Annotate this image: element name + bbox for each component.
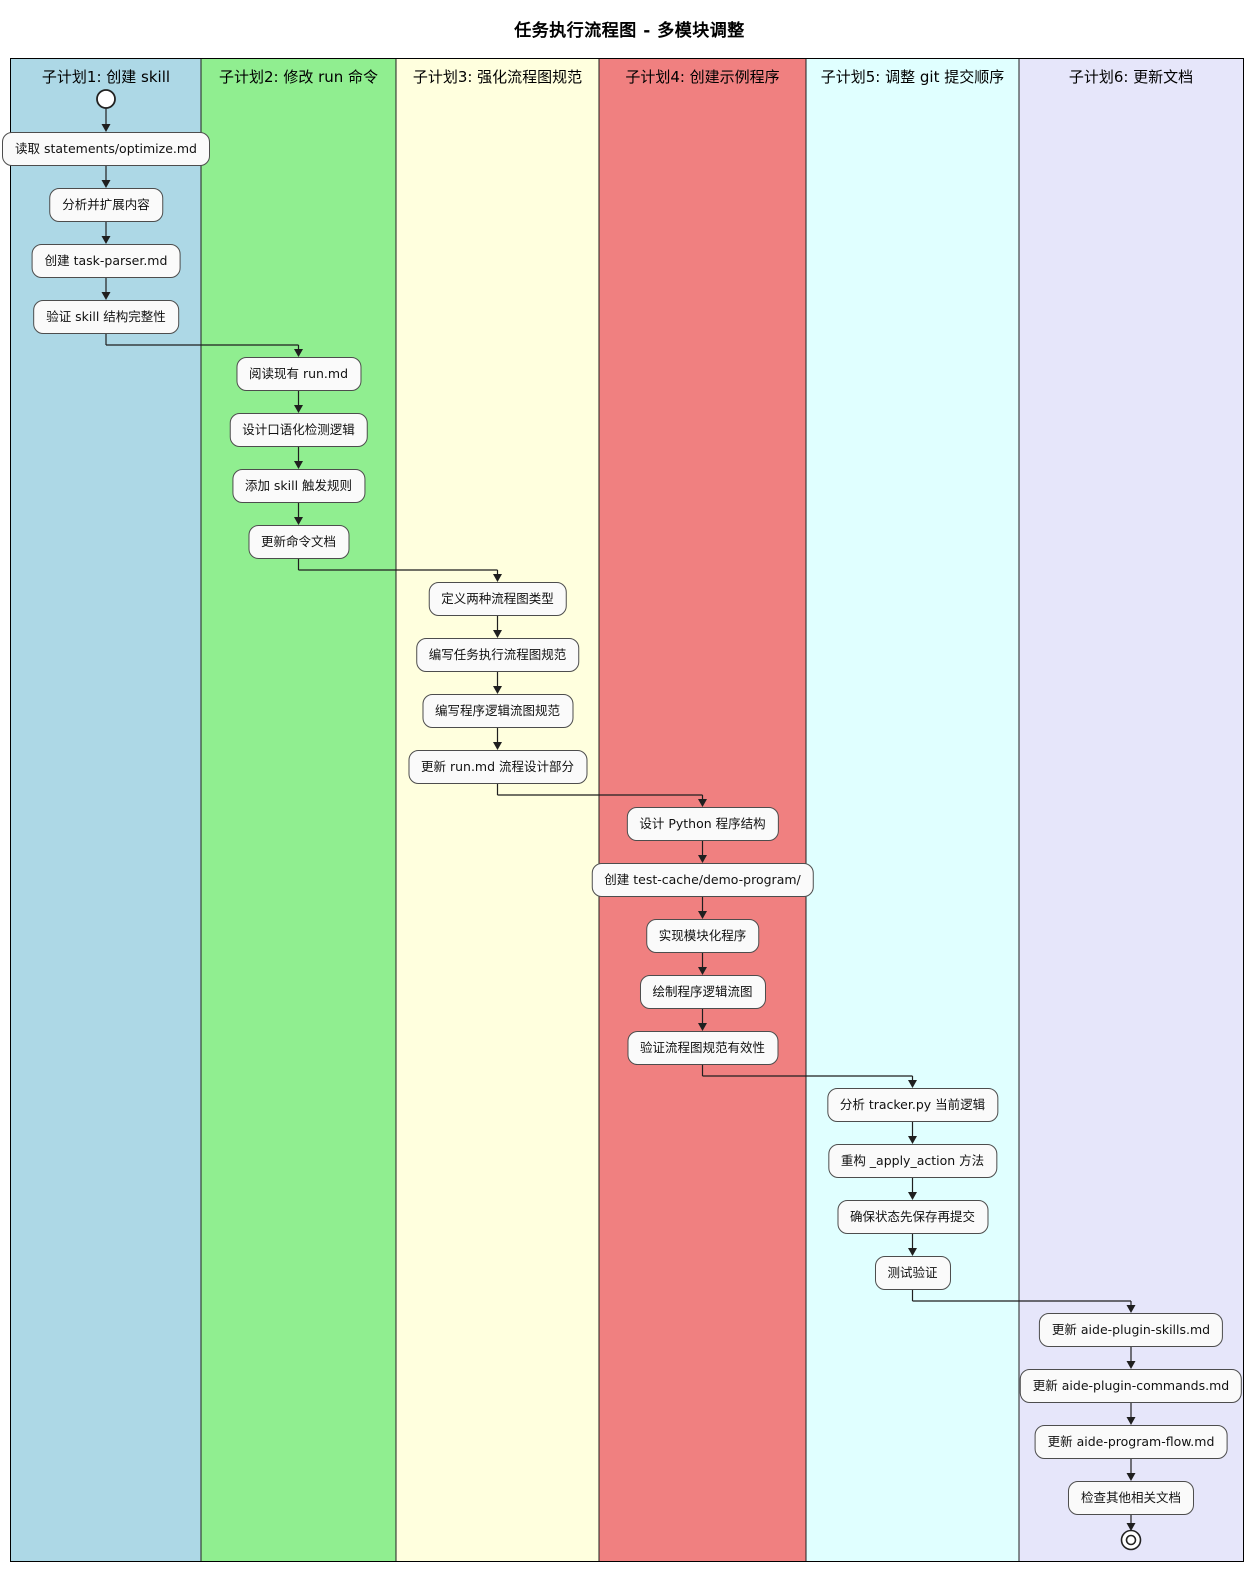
activity-node: 分析 tracker.py 当前逻辑 (826, 1088, 999, 1122)
activity-node: 重构 _apply_action 方法 (827, 1144, 998, 1178)
swimlane-title: 子计划3: 强化流程图规范 (412, 68, 583, 86)
activity-node: 更新 aide-plugin-skills.md (1038, 1313, 1224, 1347)
activity-node: 确保状态先保存再提交 (836, 1200, 989, 1234)
activity-node: 编写程序逻辑流图规范 (421, 694, 574, 728)
swimlane-title: 子计划2: 修改 run 命令 (218, 68, 379, 86)
activity-node: 测试验证 (874, 1256, 951, 1290)
activity-node: 检查其他相关文档 (1067, 1481, 1195, 1515)
activity-node: 阅读现有 run.md (235, 357, 362, 391)
swimlane-1: 子计划1: 创建 skill (11, 59, 201, 1561)
activity-node: 验证流程图规范有效性 (626, 1031, 779, 1065)
activity-node: 更新命令文档 (247, 525, 350, 559)
activity-node: 实现模块化程序 (645, 919, 760, 953)
activity-node: 验证 skill 结构完整性 (33, 300, 179, 334)
activity-node: 更新 run.md 流程设计部分 (407, 750, 588, 784)
swimlane-title: 子计划1: 创建 skill (41, 68, 171, 86)
activity-node: 定义两种流程图类型 (428, 582, 567, 616)
activity-node: 设计 Python 程序结构 (626, 807, 779, 841)
diagram-title: 任务执行流程图 - 多模块调整 (514, 21, 745, 41)
activity-node: 设计口语化检测逻辑 (229, 413, 368, 447)
swimlane-2: 子计划2: 修改 run 命令 (201, 59, 396, 1561)
swimlane-diagram: 子计划1: 创建 skill 子计划2: 修改 run 命令 子计划3: 强化流程图… (2, 58, 1244, 1562)
activity-node: 更新 aide-plugin-commands.md (1019, 1369, 1243, 1403)
activity-node: 分析并扩展内容 (49, 188, 163, 222)
activity-node: 读取 statements/optimize.md (2, 132, 210, 166)
swimlane-title: 子计划6: 更新文档 (1068, 68, 1194, 86)
activity-node: 创建 test-cache/demo-program/ (591, 863, 814, 897)
activity-node: 更新 aide-program-flow.md (1034, 1425, 1228, 1459)
swimlane-3: 子计划3: 强化流程图规范 (396, 59, 599, 1561)
activity-node: 添加 skill 触发规则 (231, 469, 366, 503)
activity-node: 创建 task-parser.md (31, 244, 181, 278)
activity-node: 编写任务执行流程图规范 (415, 638, 580, 672)
swimlane-title: 子计划5: 调整 git 提交顺序 (820, 68, 1005, 86)
activity-node: 绘制程序逻辑流图 (639, 975, 766, 1009)
swimlane-title: 子计划4: 创建示例程序 (625, 68, 780, 86)
swimlane-5: 子计划5: 调整 git 提交顺序 (806, 59, 1019, 1561)
